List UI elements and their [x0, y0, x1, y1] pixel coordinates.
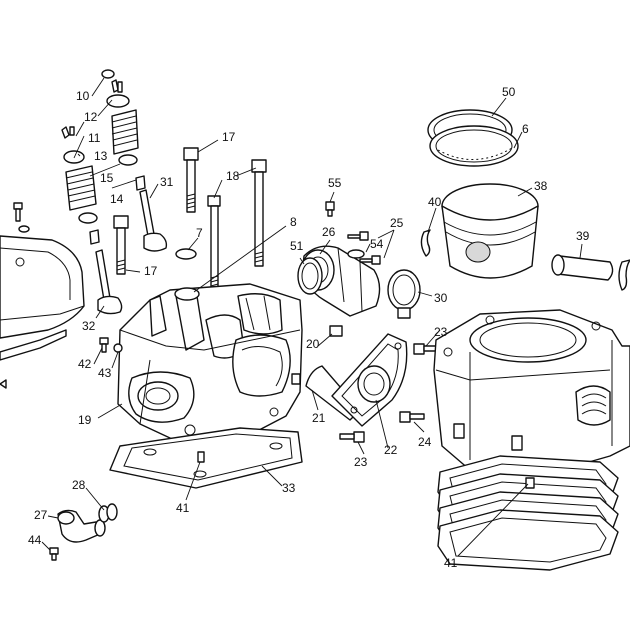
circlip-right	[618, 259, 630, 291]
head-gasket	[109, 427, 303, 489]
head-bolt-18-short	[207, 195, 221, 291]
head-bolt-17-upper	[183, 147, 199, 213]
callout-17-upper: 17	[222, 130, 236, 144]
callout-8: 8	[290, 215, 297, 229]
valve-keepers-lower	[61, 126, 85, 164]
head-bolt-17-lower	[113, 215, 129, 275]
valve-exhaust	[139, 189, 168, 252]
bolt-25b	[359, 255, 381, 265]
head-bolt-18-long	[251, 159, 267, 267]
piston-pin	[551, 254, 614, 281]
callout-19: 19	[78, 413, 92, 427]
bolt-25a	[347, 231, 369, 241]
valve-cover-partial	[0, 235, 85, 389]
elbow-fitting	[57, 509, 106, 543]
callout-33: 33	[282, 481, 296, 495]
bolt-42	[99, 337, 109, 353]
bolt-44	[49, 547, 59, 561]
valve-spring-upper	[111, 109, 139, 166]
callout-12: 12	[84, 110, 98, 124]
bolt-small-left	[13, 202, 30, 233]
callout-14: 14	[110, 192, 124, 206]
dowel-pin-41-left	[197, 451, 205, 463]
callout-22: 22	[384, 443, 398, 457]
callout-28: 28	[72, 478, 86, 492]
callout-31: 31	[160, 175, 174, 189]
callout-21: 21	[312, 411, 326, 425]
dowel-head-right	[291, 373, 301, 385]
callout-30: 30	[434, 291, 448, 305]
callout-32: 32	[82, 319, 96, 333]
callout-labels: 10 12 11 13 15 14 31 17 18 17 7 8 32 42 …	[28, 85, 590, 570]
callout-13: 13	[94, 149, 108, 163]
callout-11: 11	[88, 131, 101, 145]
callout-44: 44	[28, 533, 42, 547]
callout-7: 7	[196, 226, 203, 240]
cylinder-head	[117, 283, 303, 447]
piston-ring-6	[429, 125, 519, 167]
callout-6: 6	[522, 122, 529, 136]
dowel-pin-41-right	[525, 477, 535, 489]
callout-25: 25	[390, 216, 404, 230]
hose-clamp-51	[297, 257, 323, 295]
callout-39: 39	[576, 229, 590, 243]
hose-clamp-30	[387, 269, 421, 319]
cylinder	[433, 309, 630, 477]
piston	[441, 183, 539, 279]
valve-keepers	[101, 69, 130, 108]
callout-27: 27	[34, 508, 48, 522]
cover-plate-22	[331, 333, 408, 427]
callout-42: 42	[78, 357, 92, 371]
callout-18: 18	[226, 169, 240, 183]
callout-54: 54	[370, 237, 384, 251]
bolt-23-lower	[339, 431, 365, 443]
callout-20: 20	[306, 337, 320, 351]
callout-41-left: 41	[176, 501, 190, 515]
valve-guide-seals	[89, 175, 146, 245]
callout-24: 24	[418, 435, 432, 449]
callout-40: 40	[428, 195, 442, 209]
valve-intake	[95, 249, 123, 315]
dowel-20	[329, 325, 343, 337]
callout-43: 43	[98, 366, 112, 380]
washer-7	[175, 248, 197, 260]
callout-23-upper: 23	[434, 325, 448, 339]
bolt-24	[399, 411, 425, 423]
callout-51: 51	[290, 239, 304, 253]
callout-41-right: 41	[444, 556, 458, 570]
callout-55: 55	[328, 176, 342, 190]
cylinder-base-gaskets	[437, 455, 619, 571]
callout-23-lower: 23	[354, 455, 368, 469]
bolt-55	[325, 201, 335, 217]
callout-38: 38	[534, 179, 548, 193]
leader-lines	[41, 77, 583, 557]
callout-17-lower: 17	[144, 264, 158, 278]
circlip-40	[420, 229, 431, 257]
callout-26: 26	[322, 225, 336, 239]
valve-spring-lower	[65, 165, 98, 224]
o-ring-28b	[106, 503, 118, 521]
callout-10: 10	[76, 89, 90, 103]
washer-43	[113, 343, 123, 353]
callout-50: 50	[502, 85, 516, 99]
callout-15: 15	[100, 171, 114, 185]
